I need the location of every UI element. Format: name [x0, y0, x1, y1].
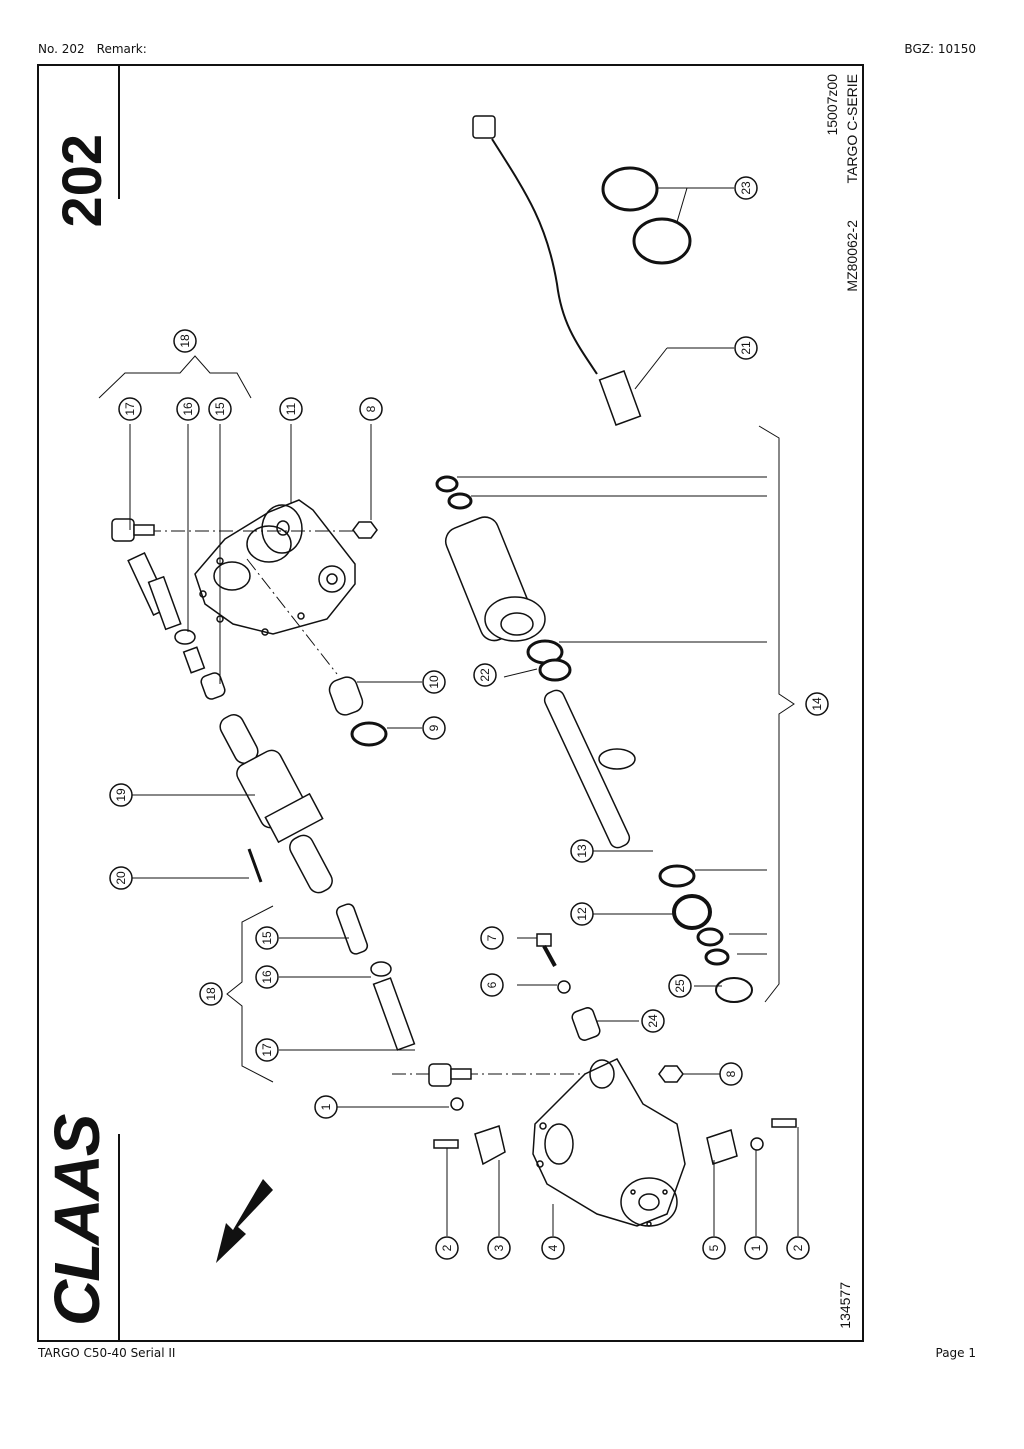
- callout-17: 17: [123, 402, 137, 416]
- callout-19: 19: [114, 788, 128, 802]
- retainer: [715, 977, 753, 1003]
- drawing-frame: [37, 64, 864, 1342]
- callout-17b: 17: [260, 1043, 274, 1057]
- bushing: [328, 676, 364, 716]
- series-label: TARGO C-SERIE: [844, 74, 860, 183]
- callout-8b: 8: [724, 1070, 738, 1077]
- callout-8: 8: [364, 405, 378, 412]
- reference-code: 15007z00: [824, 74, 840, 136]
- spacer-sleeve: [571, 1007, 601, 1041]
- upper-pin-assembly: [111, 518, 226, 700]
- callout-23: 23: [739, 181, 753, 195]
- mount-plate-left: [474, 1125, 506, 1166]
- mount-plate-right: [706, 1129, 738, 1165]
- hose-clamp-upper: [601, 166, 659, 212]
- callout-1: 1: [319, 1103, 333, 1110]
- callout-14: 14: [810, 697, 824, 711]
- callout-1b: 1: [749, 1244, 763, 1251]
- king-pin-shaft: [219, 714, 333, 894]
- hose-clamp-lower: [632, 217, 692, 265]
- callout-15b: 15: [260, 931, 274, 945]
- bgz-code: BGZ: 10150: [904, 42, 976, 56]
- callout-3: 3: [492, 1244, 506, 1251]
- piston-rod: [543, 689, 631, 849]
- footer-model: TARGO C50-40 Serial II: [38, 1346, 176, 1360]
- callout-18: 18: [178, 334, 192, 348]
- callout-10: 10: [427, 675, 441, 689]
- claas-logo: CLAAS: [41, 1113, 113, 1326]
- callout-20: 20: [114, 871, 128, 885]
- callout-21: 21: [739, 341, 753, 355]
- lower-knuckle: [532, 1058, 686, 1227]
- page-number: Page 1: [935, 1346, 977, 1360]
- callouts: 17 16 15 18 11 8 10 9 22 19 20 15 16 18 …: [109, 176, 829, 1260]
- remark-label: Remark:: [96, 42, 147, 56]
- sheet-number: 202: [50, 134, 113, 227]
- callout-15: 15: [213, 402, 227, 416]
- callout-4: 4: [546, 1244, 560, 1251]
- cylinder-housing: [444, 516, 546, 642]
- callout-22: 22: [478, 668, 492, 682]
- callout-18b: 18: [204, 987, 218, 1001]
- sensor-cable: [472, 115, 642, 426]
- direction-arrow-icon: [216, 1179, 273, 1263]
- seal-ring: [350, 721, 388, 747]
- callout-7: 7: [485, 934, 499, 941]
- catalog-number: 134577: [837, 1282, 853, 1329]
- callout-16: 16: [181, 402, 195, 416]
- callout-24: 24: [646, 1014, 660, 1028]
- header-left: No. 202 Remark:: [38, 42, 147, 56]
- callout-2b: 2: [791, 1244, 805, 1251]
- callout-16b: 16: [260, 970, 274, 984]
- upper-knuckle: [194, 499, 356, 636]
- upper-nut: [352, 521, 378, 539]
- callout-2: 2: [440, 1244, 454, 1251]
- callout-13: 13: [575, 844, 589, 858]
- callout-6: 6: [485, 981, 499, 988]
- drawing-id: MZ80062-2: [844, 220, 860, 292]
- lower-nut: [658, 1065, 684, 1083]
- callout-9: 9: [427, 724, 441, 731]
- exploded-parts-diagram: 202 CLAAS 15007z00 TARGO C-SERIE MZ80062…: [37, 64, 864, 1342]
- callout-5: 5: [707, 1244, 721, 1251]
- callout-11: 11: [284, 402, 298, 415]
- callout-12: 12: [575, 907, 589, 921]
- bellows: [672, 894, 712, 930]
- callout-25: 25: [673, 979, 687, 993]
- document-number: No. 202: [38, 42, 85, 56]
- lower-pin-assembly: [335, 903, 472, 1087]
